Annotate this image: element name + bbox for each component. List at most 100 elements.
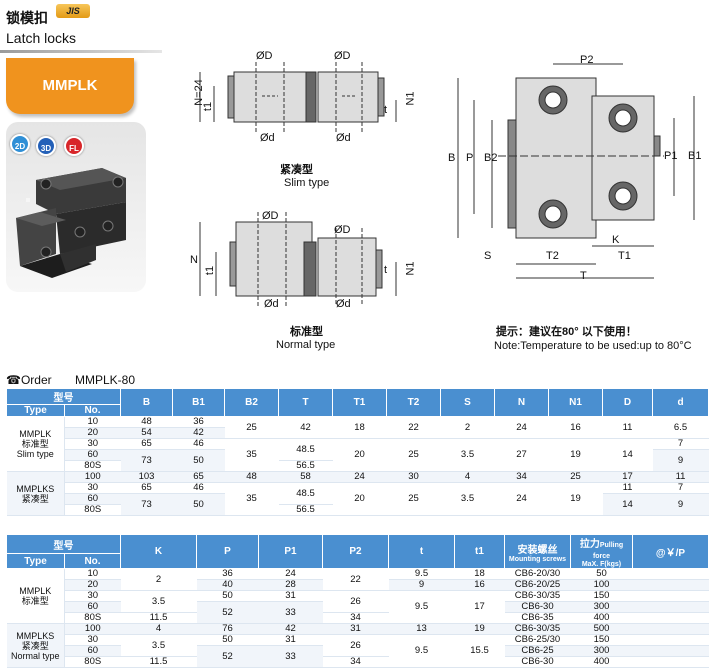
cell: 35: [224, 482, 279, 516]
cell: 46: [172, 438, 225, 450]
dim-S: S: [484, 250, 492, 262]
cell: 13: [388, 623, 455, 635]
cell-no: 60: [64, 601, 121, 613]
cell-price[interactable]: [632, 656, 709, 668]
group-name: MMPLK: [19, 429, 52, 439]
cell: 36: [196, 568, 259, 580]
cell: CB6-20/25: [504, 579, 571, 591]
cell: 28: [258, 579, 323, 591]
cell: 100: [570, 579, 633, 591]
cell: 48: [120, 416, 173, 428]
cell: 150: [570, 590, 633, 602]
cell: 18: [454, 568, 505, 580]
cell-price[interactable]: [632, 612, 709, 624]
slim-dim-N1: N1: [404, 91, 417, 106]
order-code[interactable]: MMPLK-80: [74, 373, 136, 387]
t2-h-force: 拉力Pulling force MaX. F(kgs): [570, 534, 633, 569]
t2-h-screws: 安装螺丝 Mounting screws: [504, 534, 571, 569]
t1-h-N: N: [494, 388, 549, 417]
cell-price[interactable]: [632, 568, 709, 580]
cell-price[interactable]: [632, 579, 709, 591]
t1-h-D: D: [602, 388, 653, 417]
cell: 19: [548, 438, 603, 472]
cell: 33: [258, 645, 323, 668]
cell: 11: [602, 482, 653, 494]
badge-3d[interactable]: 3D: [36, 136, 56, 156]
cell: 11: [602, 416, 653, 439]
cell: 46: [172, 482, 225, 494]
t2-h-P: P: [196, 534, 259, 569]
cell: 7: [652, 438, 709, 450]
cell-no: 30: [64, 482, 121, 494]
cell-price[interactable]: [632, 601, 709, 613]
normal-dim-d-left: Ød: [264, 298, 279, 310]
cell: 25: [224, 416, 279, 439]
cell: 2: [120, 568, 197, 591]
dim-P1: P1: [664, 150, 678, 162]
force-en: Pulling force: [592, 542, 624, 560]
badge-fl[interactable]: FL: [64, 136, 84, 156]
normal-dim-N1: N1: [404, 261, 417, 276]
cell: 15.5: [454, 634, 505, 668]
cell: 11: [652, 471, 709, 483]
cell: 65: [120, 438, 173, 450]
dim-T1: T1: [618, 250, 631, 262]
cell: 18: [332, 416, 387, 439]
cell: 36: [172, 416, 225, 428]
cell-price[interactable]: [632, 590, 709, 602]
cell: 33: [258, 601, 323, 624]
t1-h-B1: B1: [172, 388, 225, 417]
t2-h-K: K: [120, 534, 197, 569]
t2-h-price: @￥/P: [632, 534, 709, 569]
cell-price[interactable]: [632, 634, 709, 646]
cell: CB6-30/35: [504, 590, 571, 602]
t2-h-no: No.: [64, 553, 121, 569]
cell: 27: [494, 438, 549, 472]
cell-price[interactable]: [632, 623, 709, 635]
cell: 42: [278, 416, 333, 439]
title-en: Latch locks: [6, 30, 77, 46]
t2-h-t: t: [388, 534, 455, 569]
cell-no: 80S: [64, 504, 121, 516]
t1-h-model: 型号: [6, 388, 121, 405]
badge-2d[interactable]: 2D: [10, 134, 30, 154]
group-name: MMPLK: [19, 586, 52, 596]
dim-T: T: [580, 270, 587, 282]
dim-B1: B1: [688, 150, 702, 162]
cell-no: 10: [64, 568, 121, 580]
cell: 4: [120, 623, 197, 635]
group-name-en: Normal type: [10, 650, 60, 661]
cell: 150: [570, 634, 633, 646]
group-name-en: Slim type: [16, 449, 54, 459]
spec-table-2: 型号 K P P1 P2 t t1 安装螺丝 Mounting screws 拉…: [6, 533, 709, 668]
cell: 9.5: [388, 590, 455, 624]
cell: 103: [120, 471, 173, 483]
cell: 9: [388, 579, 455, 591]
cell: 34: [322, 612, 389, 624]
cell: 3.5: [120, 590, 197, 613]
cell-price[interactable]: [632, 645, 709, 657]
cell: 50: [570, 568, 633, 580]
cell: 24: [494, 482, 549, 516]
normal-dim-N: N: [190, 254, 198, 266]
cell-no: 80S: [64, 460, 121, 472]
cell: CB6-35: [504, 612, 571, 624]
cell: 65: [172, 471, 225, 483]
cell: 25: [386, 482, 441, 516]
dim-B2: B2: [484, 152, 498, 164]
product-photo: 2D 3D FL: [6, 122, 146, 292]
cell: 17: [602, 471, 653, 483]
group-name-cn: 标准型: [21, 596, 49, 606]
force-max: MaX. F(kgs): [581, 561, 622, 568]
cell: 3.5: [120, 634, 197, 657]
cell-no: 30: [64, 590, 121, 602]
table-row: 30 3.5 50 31 26 9.5 17 CB6-30/35 150: [7, 590, 709, 624]
screws-en: Mounting screws: [508, 555, 567, 563]
t1-group-mmplks: MMPLKS 紧凑型: [6, 471, 65, 516]
cell: 34: [322, 656, 389, 668]
table-row: 80S 56.5: [7, 504, 709, 516]
cell: 48.5: [278, 482, 333, 505]
product-code-tab: MMPLK: [6, 58, 134, 114]
cell: 26: [322, 634, 389, 657]
cell: 34: [494, 471, 549, 483]
